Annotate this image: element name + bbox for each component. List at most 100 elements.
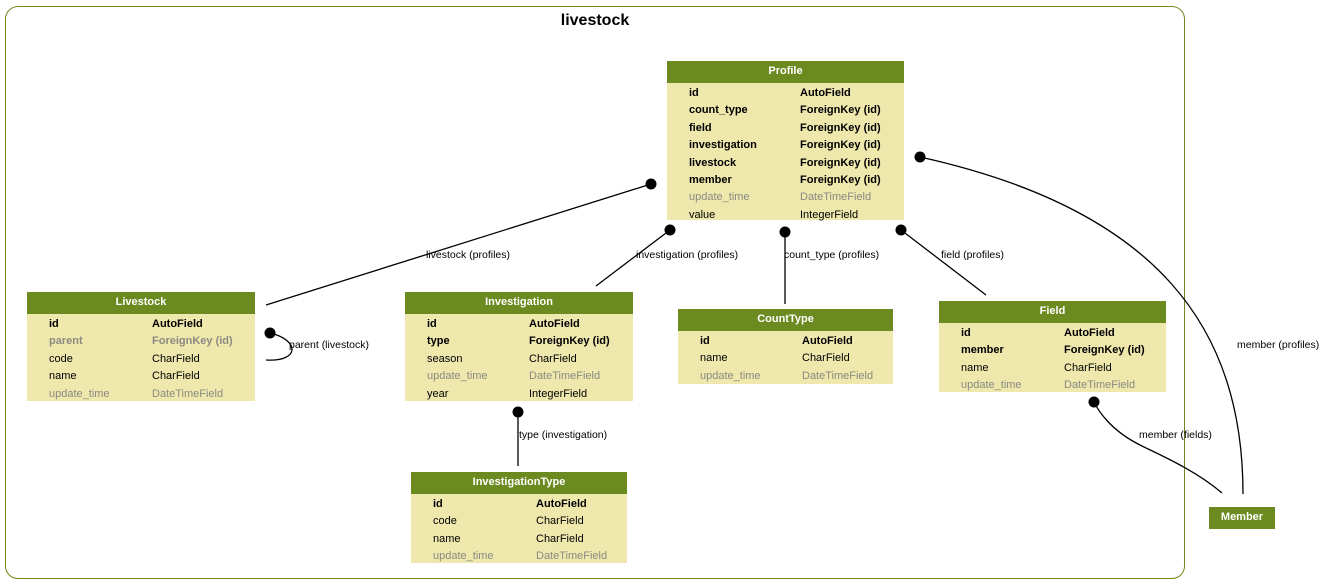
field-name: name bbox=[49, 370, 77, 383]
edge-end-dot bbox=[664, 224, 676, 236]
field-type: ForeignKey (id) bbox=[800, 139, 881, 152]
field-name: update_time bbox=[700, 369, 761, 382]
field-row: update_time DateTimeField bbox=[405, 368, 633, 385]
edge-end-dot bbox=[914, 151, 926, 163]
field-name: member bbox=[689, 173, 732, 186]
field-type: CharField bbox=[536, 515, 584, 528]
field-row: field ForeignKey (id) bbox=[667, 120, 904, 137]
field-type: DateTimeField bbox=[802, 369, 874, 382]
field-type: IntegerField bbox=[529, 387, 588, 400]
field-type: AutoField bbox=[536, 498, 587, 510]
field-row: update_time DateTimeField bbox=[411, 548, 627, 565]
field-name: member bbox=[961, 344, 1004, 357]
field-name: name bbox=[700, 352, 728, 365]
field-type: CharField bbox=[536, 532, 584, 545]
edge-investigation-profiles bbox=[595, 229, 671, 287]
field-name: value bbox=[689, 208, 716, 221]
field-row: type ForeignKey (id) bbox=[405, 333, 633, 350]
field-row: update_time DateTimeField bbox=[667, 189, 904, 206]
model-header: Livestock bbox=[27, 292, 255, 314]
field-type: CharField bbox=[529, 352, 577, 365]
field-name: update_time bbox=[689, 191, 750, 204]
field-name: update_time bbox=[427, 370, 488, 383]
field-name: field bbox=[689, 121, 712, 134]
field-row: parent ForeignKey (id) bbox=[27, 333, 255, 350]
edge-end-dot bbox=[512, 406, 524, 418]
field-name: code bbox=[49, 352, 73, 365]
model-member: Member bbox=[1209, 507, 1275, 529]
edge-field-profiles bbox=[900, 229, 987, 296]
field-type: AutoField bbox=[800, 87, 851, 99]
field-type: DateTimeField bbox=[529, 370, 601, 383]
field-type: ForeignKey (id) bbox=[800, 173, 881, 186]
field-name: parent bbox=[49, 335, 83, 348]
field-row: id AutoField bbox=[411, 496, 627, 513]
edge-label-field-profiles: field (profiles) bbox=[941, 249, 1005, 261]
field-type: CharField bbox=[1064, 361, 1112, 374]
edge-end-dot bbox=[895, 224, 907, 236]
edge-livestock-profiles bbox=[265, 183, 652, 306]
field-type: AutoField bbox=[1064, 327, 1115, 339]
field-name: update_time bbox=[49, 387, 110, 400]
edge-label-livestock-profiles: livestock (profiles) bbox=[426, 249, 511, 261]
field-name: investigation bbox=[689, 139, 757, 152]
field-name: id bbox=[689, 87, 699, 99]
edge-label-member-profiles: member (profiles) bbox=[1237, 339, 1320, 351]
edge-end-dot bbox=[1088, 396, 1100, 408]
field-type: ForeignKey (id) bbox=[529, 335, 610, 348]
field-row: investigation ForeignKey (id) bbox=[667, 137, 904, 154]
field-type: ForeignKey (id) bbox=[800, 156, 881, 169]
model-counttype: CountType id AutoField name CharField update_… bbox=[678, 309, 893, 384]
model-header: Profile bbox=[667, 61, 904, 83]
edge-label-parent-livestock: parent (livestock) bbox=[289, 339, 369, 351]
field-name: id bbox=[433, 498, 443, 510]
field-type: ForeignKey (id) bbox=[800, 121, 881, 134]
field-row: update_time DateTimeField bbox=[678, 368, 893, 385]
field-type: DateTimeField bbox=[800, 191, 872, 204]
field-type: CharField bbox=[152, 370, 200, 383]
field-name: name bbox=[433, 532, 461, 545]
field-row: name CharField bbox=[411, 531, 627, 548]
field-type: AutoField bbox=[152, 318, 203, 330]
field-type: DateTimeField bbox=[152, 387, 224, 400]
edge-end-dot bbox=[779, 226, 791, 238]
field-name: update_time bbox=[433, 550, 494, 563]
field-row: id AutoField bbox=[939, 325, 1166, 342]
field-name: id bbox=[427, 318, 437, 330]
edge-parent-livestock bbox=[265, 332, 293, 361]
field-type: ForeignKey (id) bbox=[152, 335, 233, 348]
model-livestock: Livestock id AutoField parent ForeignKey (id… bbox=[27, 292, 255, 401]
field-row: id AutoField bbox=[678, 333, 893, 350]
field-type: IntegerField bbox=[800, 208, 859, 221]
field-row: name CharField bbox=[678, 350, 893, 367]
field-name: type bbox=[427, 335, 450, 348]
field-row: id AutoField bbox=[27, 316, 255, 333]
field-row: count_type ForeignKey (id) bbox=[667, 102, 904, 119]
field-name: id bbox=[700, 335, 710, 347]
model-header: CountType bbox=[678, 309, 893, 331]
field-name: id bbox=[49, 318, 59, 330]
edge-label-member-fields: member (fields) bbox=[1139, 429, 1212, 441]
field-type: ForeignKey (id) bbox=[800, 104, 881, 117]
field-row: name CharField bbox=[27, 368, 255, 385]
field-row: value IntegerField bbox=[667, 207, 904, 224]
field-type: CharField bbox=[802, 352, 850, 365]
edge-label-type-investigation: type (investigation) bbox=[519, 429, 608, 441]
field-name: id bbox=[961, 327, 971, 339]
field-name: count_type bbox=[689, 104, 748, 117]
field-type: AutoField bbox=[802, 335, 853, 347]
field-type: DateTimeField bbox=[536, 550, 608, 563]
